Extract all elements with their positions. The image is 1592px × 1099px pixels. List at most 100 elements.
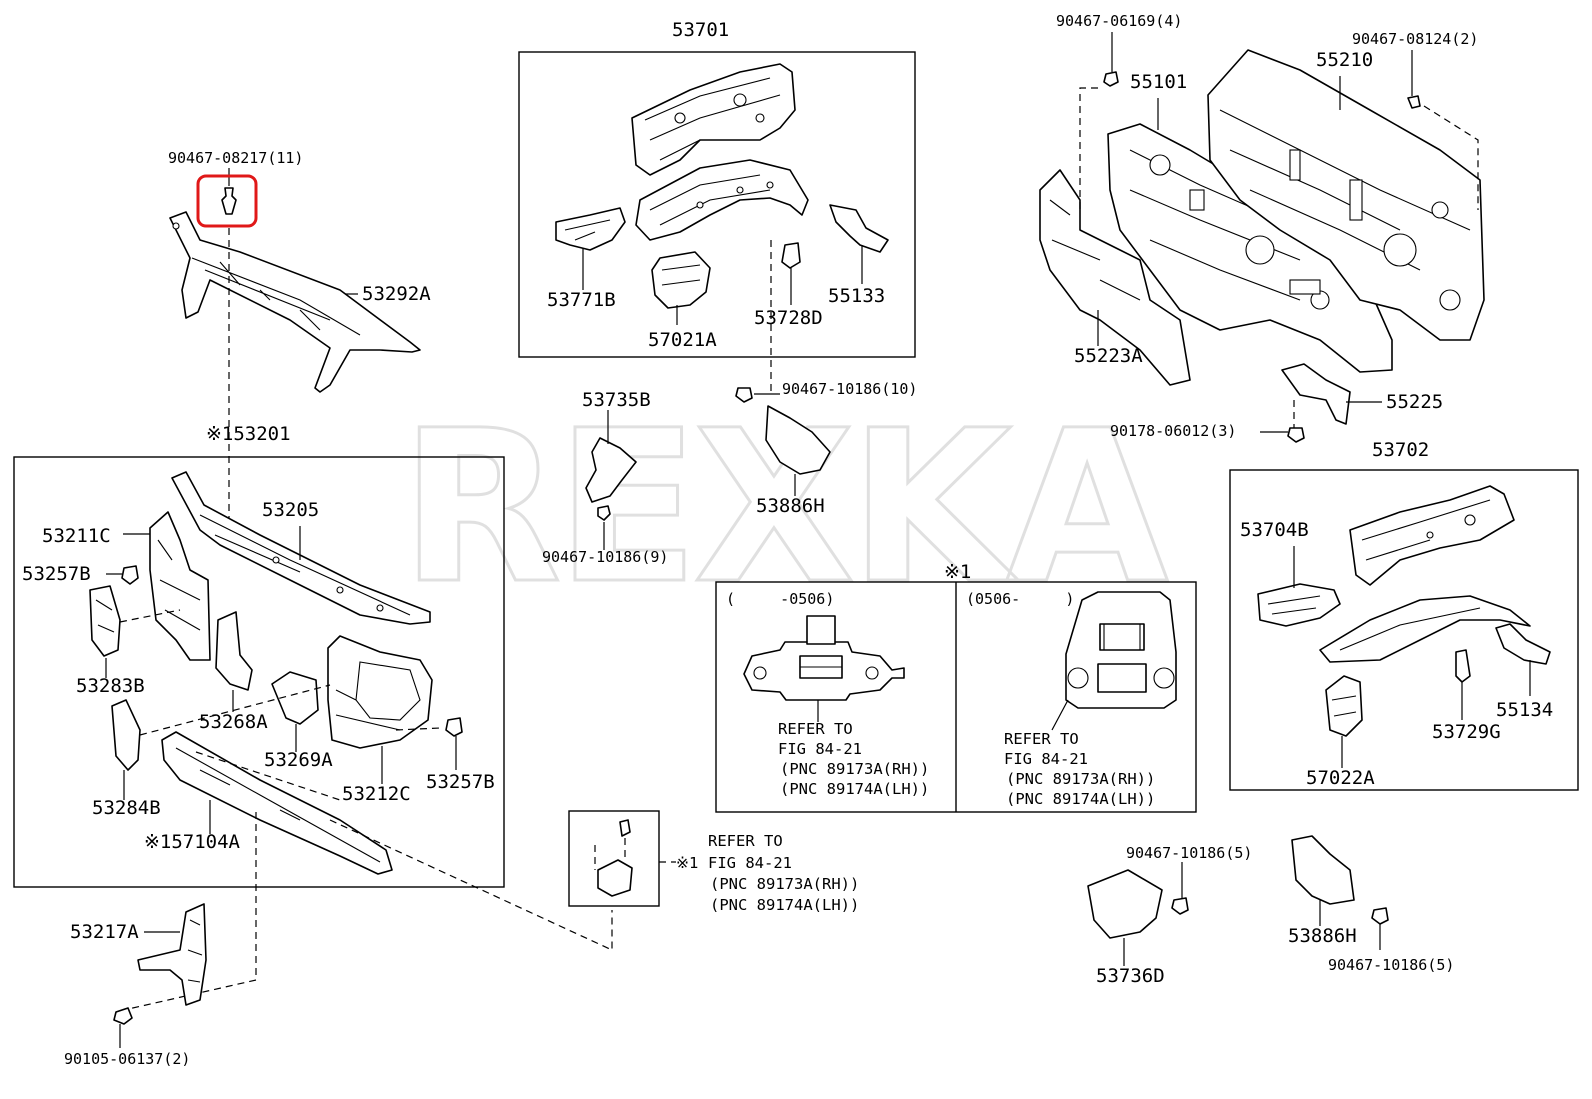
small-ref-refer-3: (PNC 89174A(LH))	[710, 896, 859, 914]
bracket-57021a-part	[651, 251, 711, 309]
clip-53728d-part	[781, 242, 801, 269]
panel-left-refer-3: (PNC 89174A(LH))	[780, 780, 929, 798]
label-90467-10186-9: 90467-10186(9)	[542, 548, 668, 566]
bracket-55133-part	[829, 204, 889, 253]
label-55101: 55101	[1130, 71, 1187, 93]
label-53771b: 53771B	[547, 289, 616, 311]
label-53257b-right: 53257B	[426, 771, 495, 793]
seal-53736d-part	[1087, 869, 1163, 939]
label-53257b-left: 53257B	[22, 563, 91, 585]
bracket-53771b-part	[555, 207, 626, 251]
side-support-53212c-part	[327, 635, 433, 749]
label-53217a: 53217A	[70, 921, 139, 943]
label-57104a: ※157104A	[144, 831, 241, 853]
label-57022a: 57022A	[1306, 767, 1375, 789]
apron-lh-wheelhouse-part	[1319, 595, 1531, 663]
panel-right-refer-1: FIG 84-21	[1004, 750, 1088, 768]
upper-support-bracket-part	[169, 211, 421, 393]
dashed-leader-06169	[1079, 87, 1098, 210]
label-90467-10186-5b: 90467-10186(5)	[1328, 956, 1454, 974]
highlight-box-clip	[196, 174, 258, 228]
small-ref-refer-0: REFER TO	[708, 832, 783, 850]
bracket-55225-part	[1281, 363, 1351, 425]
apron-lh-upper-part	[1349, 485, 1515, 586]
label-90178-06012: 90178-06012(3)	[1110, 422, 1236, 440]
sensor-early-icon	[743, 615, 905, 701]
panel-left-refer-1: FIG 84-21	[778, 740, 862, 758]
bracket-53217a-part	[137, 903, 207, 1006]
bolt-90105-06137-icon	[113, 1007, 133, 1025]
radiator-upper-support-53205-part	[171, 471, 431, 625]
clip-90467-08124-icon	[1407, 95, 1421, 109]
label-53886h-right: 53886H	[1288, 925, 1357, 947]
label-57021a: 57021A	[648, 329, 717, 351]
label-53702: 53702	[1372, 439, 1429, 461]
apron-wheelhouse-part	[635, 159, 809, 241]
label-55225: 55225	[1386, 391, 1443, 413]
clip-53257b-left-icon	[121, 565, 139, 585]
lower-support-57104a-part	[161, 731, 393, 875]
label-53268a: 53268A	[199, 711, 268, 733]
label-53728d: 53728D	[754, 307, 823, 329]
dashed-leader-08124	[1423, 105, 1479, 210]
label-53284b: 53284B	[92, 797, 161, 819]
small-sensor-box	[568, 810, 660, 907]
dashed-leader-53217a	[123, 812, 257, 1011]
bracket-53269a-part	[271, 671, 319, 725]
label-55223a: 55223A	[1074, 345, 1143, 367]
panel-left-range: ( -0506)	[726, 590, 834, 608]
small-ref-refer-2: (PNC 89173A(RH))	[710, 875, 859, 893]
label-53729g: 53729G	[1432, 721, 1501, 743]
label-90467-08217: 90467-08217(11)	[168, 149, 303, 167]
small-ref-mark: ※1	[676, 854, 698, 872]
label-53201: ※153201	[206, 423, 291, 445]
panel-left-refer-0: REFER TO	[778, 720, 853, 738]
dashed-leader-lower-support	[329, 819, 613, 951]
clip-90467-06169-icon	[1103, 71, 1119, 87]
label-53736d: 53736D	[1096, 965, 1165, 987]
seal-53886h-center-part	[765, 405, 831, 475]
label-53886h-center: 53886H	[756, 495, 825, 517]
label-90467-10186-5a: 90467-10186(5)	[1126, 844, 1252, 862]
nut-90178-06012-icon	[1287, 427, 1305, 443]
dash-insulator-55223a-part	[1039, 169, 1191, 386]
group-box-53701	[518, 51, 916, 358]
label-53211c: 53211C	[42, 525, 111, 547]
label-53269a: 53269A	[264, 749, 333, 771]
side-support-53211c-part	[149, 511, 211, 661]
seal-53735b-part	[585, 437, 637, 503]
label-90105-06137: 90105-06137(2)	[64, 1050, 190, 1068]
panel-right-refer-3: (PNC 89174A(LH))	[1006, 790, 1155, 808]
panel-right-refer-2: (PNC 89173A(RH))	[1006, 770, 1155, 788]
group-box-53702	[1229, 469, 1579, 791]
clip-90467-10186-5a-icon	[1171, 897, 1189, 915]
clip-90467-10186-10-icon	[735, 387, 753, 403]
label-55210: 55210	[1316, 49, 1373, 71]
label-90467-10186-10: 90467-10186(10)	[782, 380, 917, 398]
group-box-53201	[13, 456, 505, 888]
bracket-53704b-part	[1257, 583, 1341, 627]
brace-53284b-part	[111, 699, 141, 771]
dash-panel-55210-part	[1207, 49, 1485, 341]
apron-upper-part	[631, 63, 796, 176]
label-53735b: 53735B	[582, 389, 651, 411]
impact-sensor-small-icon	[594, 819, 633, 897]
clip-90467-10186-5b-icon	[1371, 907, 1389, 925]
clip-53257b-right-icon	[445, 717, 463, 737]
seal-53886h-right-part	[1291, 835, 1355, 905]
bracket-55134-part	[1495, 623, 1551, 665]
label-90467-08124: 90467-08124(2)	[1352, 30, 1478, 48]
label-90467-06169: 90467-06169(4)	[1056, 12, 1182, 30]
clip-53729g-part	[1455, 649, 1471, 683]
brace-53283b-part	[89, 585, 121, 657]
label-53701: 53701	[672, 19, 729, 41]
label-53704b: 53704B	[1240, 519, 1309, 541]
label-53283b: 53283B	[76, 675, 145, 697]
sensor-late-icon	[1065, 591, 1177, 709]
panel-right-range: (0506- )	[966, 590, 1074, 608]
panel-right-refer-0: REFER TO	[1004, 730, 1079, 748]
label-55134: 55134	[1496, 699, 1553, 721]
bracket-57022a-part	[1325, 675, 1363, 737]
